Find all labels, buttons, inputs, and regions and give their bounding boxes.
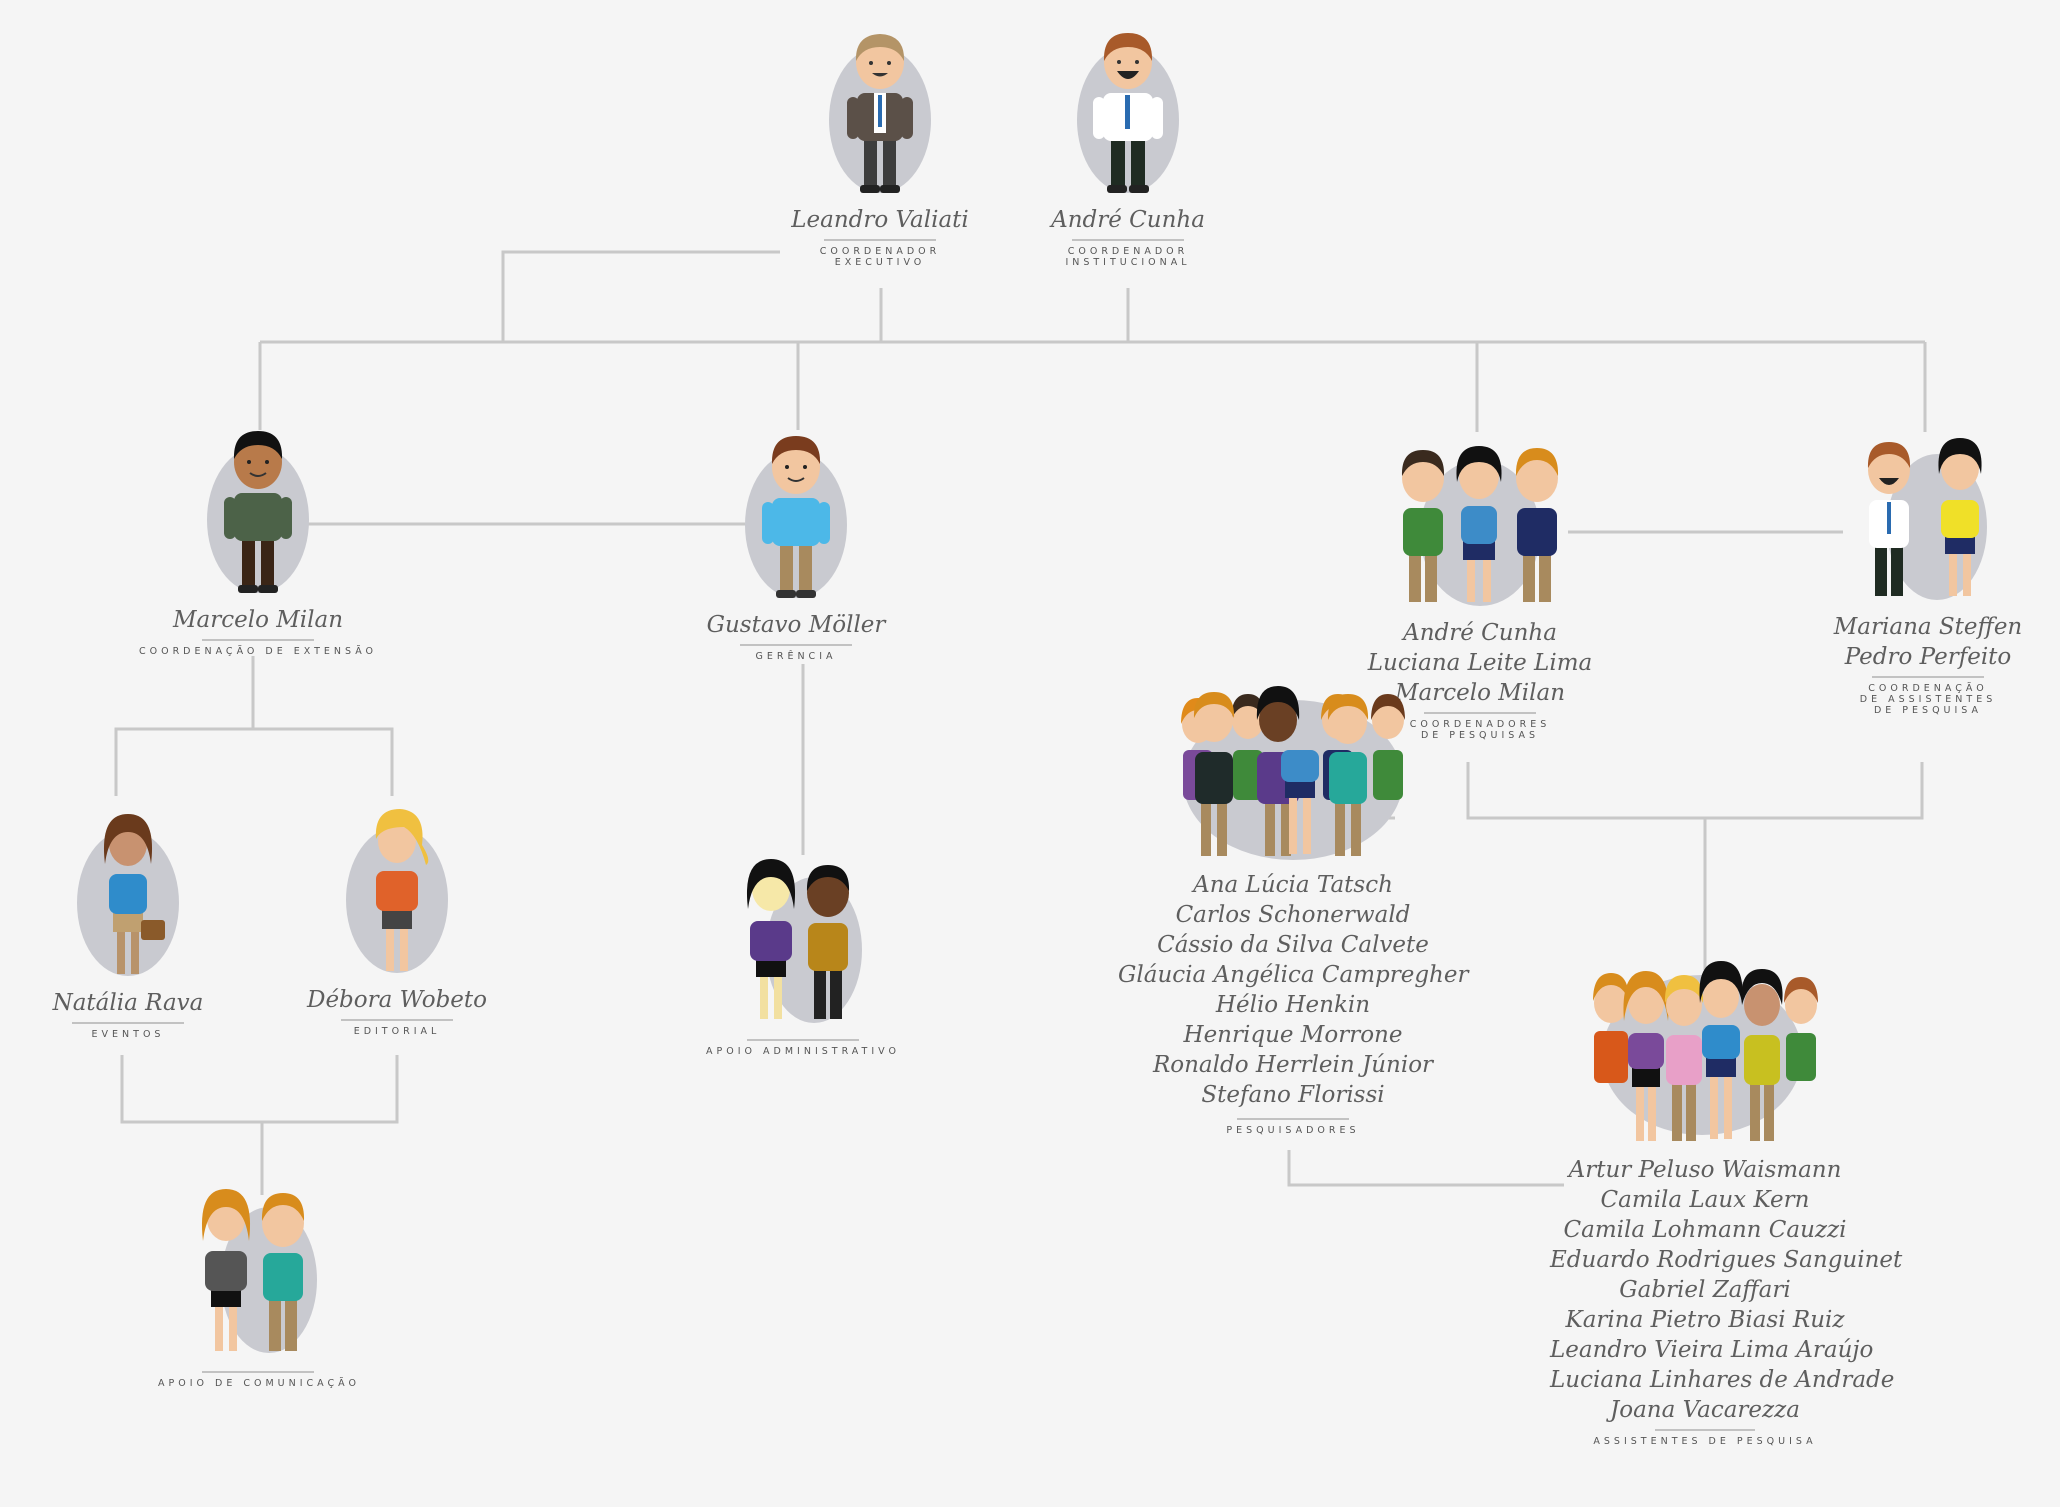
person-name: Camila Lohmann Cauzzi [1563, 1217, 1847, 1243]
divider [72, 1022, 184, 1024]
node-andre-cunha: André Cunha COORDENADOR INSTITUCIONAL [1028, 25, 1228, 268]
role-label: COORDENAÇÃO [1868, 683, 1988, 694]
person-name: Henrique Morrone [1183, 1022, 1403, 1048]
person-name: Stefano Florissi [1201, 1082, 1385, 1108]
divider [1872, 676, 1984, 678]
node-natalia-rava: Natália Rava EVENTOS [28, 808, 228, 1040]
role-label: INSTITUCIONAL [1065, 257, 1191, 268]
person-figure-icon [825, 25, 935, 205]
divider [824, 239, 936, 241]
person-name: André Cunha [1403, 620, 1557, 646]
person-name: Luciana Linhares de Andrade [1550, 1367, 1895, 1393]
node-coordenacao-assistentes: Mariana Steffen Pedro Perfeito COORDENAÇ… [1818, 432, 2038, 716]
person-name: Hélio Henkin [1215, 992, 1371, 1018]
node-gustavo-moller: Gustavo Möller GERÊNCIA [696, 430, 896, 662]
role-label: COORDENADOR [1067, 246, 1189, 257]
person-group-icon [1395, 438, 1565, 618]
person-name: Marcelo Milan [1394, 680, 1566, 706]
person-name: Leandro Valiati [791, 207, 969, 233]
divider [1072, 239, 1184, 241]
person-name: Marcelo Milan [172, 607, 344, 633]
role-label: GERÊNCIA [755, 651, 837, 662]
person-name: Gustavo Möller [706, 612, 886, 638]
divider [747, 1039, 859, 1041]
person-name: Cássio da Silva Calvete [1157, 932, 1429, 958]
person-name: Leandro Vieira Lima Araújo [1550, 1337, 1874, 1363]
person-name: Joana Vacarezza [1610, 1397, 1800, 1423]
role-label: PESQUISADORES [1226, 1125, 1360, 1136]
person-group-icon [193, 1185, 323, 1367]
divider [202, 639, 314, 641]
divider [1237, 1118, 1349, 1120]
role-label: COORDENADORES [1409, 719, 1551, 730]
divider [1424, 712, 1536, 714]
role-label: EDITORIAL [353, 1026, 441, 1037]
role-label: DE PESQUISA [1873, 705, 1983, 716]
divider [1655, 1429, 1755, 1431]
divider [740, 644, 852, 646]
role-label: ASSISTENTES DE PESQUISA [1593, 1436, 1817, 1447]
person-figure-icon [203, 425, 313, 605]
person-name: Eduardo Rodrigues Sanguinet [1550, 1247, 1903, 1273]
role-label: DE ASSISTENTES [1859, 694, 1997, 705]
person-name: Artur Peluso Waismann [1568, 1157, 1842, 1183]
node-coordenadores-pesquisas: André Cunha Luciana Leite Lima Marcelo M… [1340, 438, 1620, 741]
role-label: EVENTOS [91, 1029, 165, 1040]
role-label: APOIO DE COMUNICAÇÃO [158, 1378, 360, 1389]
person-name: Natália Rava [52, 990, 204, 1016]
person-name: Luciana Leite Lima [1367, 650, 1593, 676]
role-label: EXECUTIVO [834, 257, 926, 268]
person-group-icon [738, 855, 868, 1035]
person-figure-icon [73, 808, 183, 988]
person-name: Camila Laux Kern [1600, 1187, 1810, 1213]
person-name: Ana Lúcia Tatsch [1193, 872, 1393, 898]
person-figure-icon [342, 805, 452, 985]
role-label: COORDENAÇÃO DE EXTENSÃO [138, 646, 378, 657]
role-label: DE PESQUISAS [1420, 730, 1540, 741]
person-name: Ronaldo Herrlein Júnior [1152, 1052, 1434, 1078]
role-label: COORDENADOR [819, 246, 941, 257]
node-assistentes-pesquisa: Artur Peluso Waismann Camila Laux Kern C… [1550, 955, 1903, 1447]
node-marcelo-milan: Marcelo Milan COORDENAÇÃO DE EXTENSÃO [108, 425, 408, 657]
node-leandro-valiati: Leandro Valiati COORDENADOR EXECUTIVO [780, 25, 980, 268]
node-pesquisadores: Ana Lúcia Tatsch Carlos Schonerwald Cáss… [1118, 680, 1468, 1136]
person-name: Débora Wobeto [307, 987, 487, 1013]
person-group-icon [1590, 955, 1820, 1155]
person-name: Karina Pietro Biasi Ruiz [1565, 1307, 1845, 1333]
person-name: Pedro Perfeito [1844, 644, 2012, 670]
person-name: Carlos Schonerwald [1175, 902, 1411, 928]
divider [202, 1371, 314, 1373]
person-figure-icon [1073, 25, 1183, 205]
person-name: André Cunha [1051, 207, 1205, 233]
person-group-icon [1173, 680, 1413, 870]
node-apoio-administrativo: APOIO ADMINISTRATIVO [703, 855, 903, 1057]
person-name: Mariana Steffen [1833, 614, 2023, 640]
person-figure-icon [741, 430, 851, 610]
node-debora-wobeto: Débora Wobeto EDITORIAL [297, 805, 497, 1037]
node-apoio-comunicacao: APOIO DE COMUNICAÇÃO [158, 1185, 358, 1389]
role-label: APOIO ADMINISTRATIVO [706, 1046, 900, 1057]
person-name: Gabriel Zaffari [1619, 1277, 1791, 1303]
person-group-icon [1863, 432, 1993, 612]
divider [341, 1019, 453, 1021]
person-name: Gláucia Angélica Campregher [1118, 962, 1469, 988]
